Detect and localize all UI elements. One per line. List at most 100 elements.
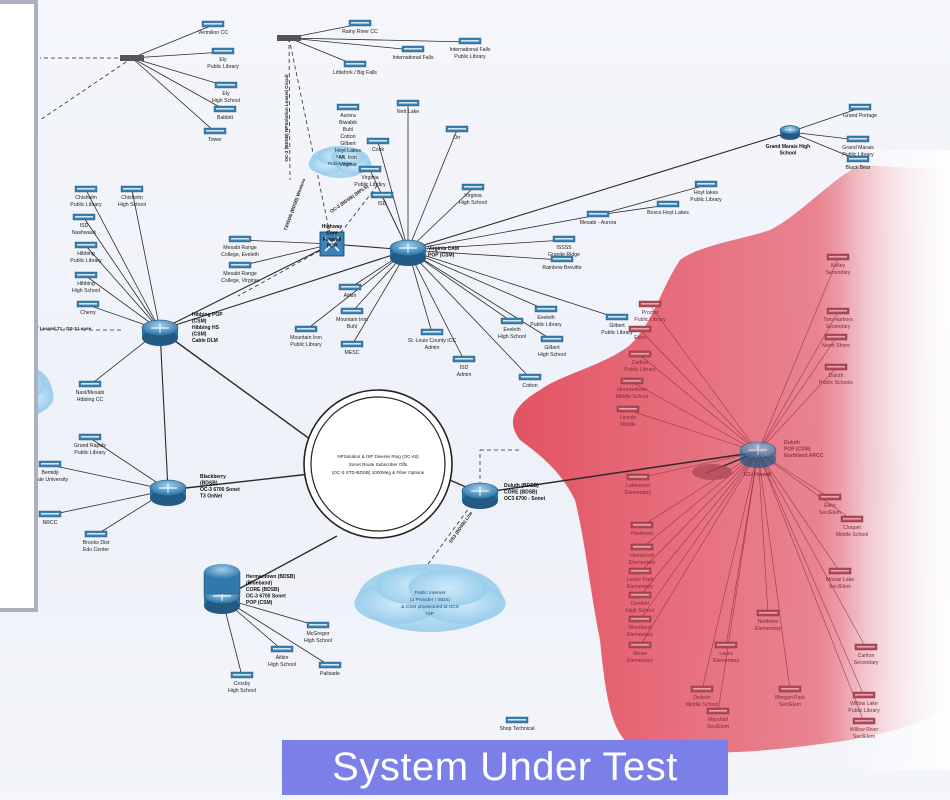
site-vermilion[interactable]: Vermilion CC [198,20,229,36]
site-mesabi_aurora[interactable]: Mesabi - Aurora [580,210,617,226]
site-palisade[interactable]: Palisade [318,661,342,677]
site-cherry[interactable]: Cherry [76,300,100,316]
site-littlefork[interactable]: Littlefork / Big Falls [333,60,377,76]
network-link [288,37,471,43]
site-grand_portage[interactable]: Grand Portage [843,103,877,119]
network-link [288,37,356,66]
site-rainy_river[interactable]: Rainy River CC [342,19,378,35]
site-label: Virginia [361,175,378,181]
site-rainbow[interactable]: Rainbow Brevitte [542,255,582,271]
hub-hermantown-router[interactable]: Hermantown (BDSB)(Blueband)CORE (BDSB)OC… [203,564,296,614]
network-link [288,37,333,245]
hub-duluth-left-router[interactable]: Duluth (BDSB)CORE (BDSB)OC3 6700 - Sonet [461,482,545,509]
site-r2[interactable]: Esko [628,325,652,341]
site-isd[interactable]: ISD [370,191,394,207]
site-north_shore[interactable]: North Shore [822,333,850,349]
site-mesc[interactable]: MESC [340,340,364,356]
network-link [631,381,759,453]
hub-hibbing-router[interactable]: Hibbing POP(CSM)Hibbing HS(CSM)Cable DLM [141,312,223,346]
site-nett_lake[interactable]: Nett Lake [396,99,419,115]
site-cotton[interactable]: Cotton [518,373,542,389]
site-aitkin[interactable]: Aitkin [338,283,362,299]
site-r7[interactable]: Piedmont [630,521,654,537]
aggregation-switch[interactable] [120,55,144,61]
firewall-icon[interactable]: ICU Firewall [692,464,771,480]
site-cook[interactable]: Cook [366,137,390,153]
site-tower[interactable]: Tower [203,127,227,143]
site-label: Public Schools [819,380,853,386]
aggregation-switch[interactable] [277,35,301,41]
site-label: Elementary [755,626,782,632]
site-orr[interactable]: Orr [445,125,469,141]
site-label: Elementary [627,632,654,638]
site-black_bear[interactable]: Black Bear [845,155,871,171]
network-link [351,249,409,346]
site-nrcc[interactable]: NRCC [38,510,62,526]
site-intl_falls[interactable]: International Falls [393,45,434,61]
site-babbitt[interactable]: Babbitt [213,105,237,121]
site-bosco_hoyt[interactable]: Bosco Hoyt Lakes [647,200,689,216]
site-shop_tech[interactable]: Shop Technical [499,716,535,732]
